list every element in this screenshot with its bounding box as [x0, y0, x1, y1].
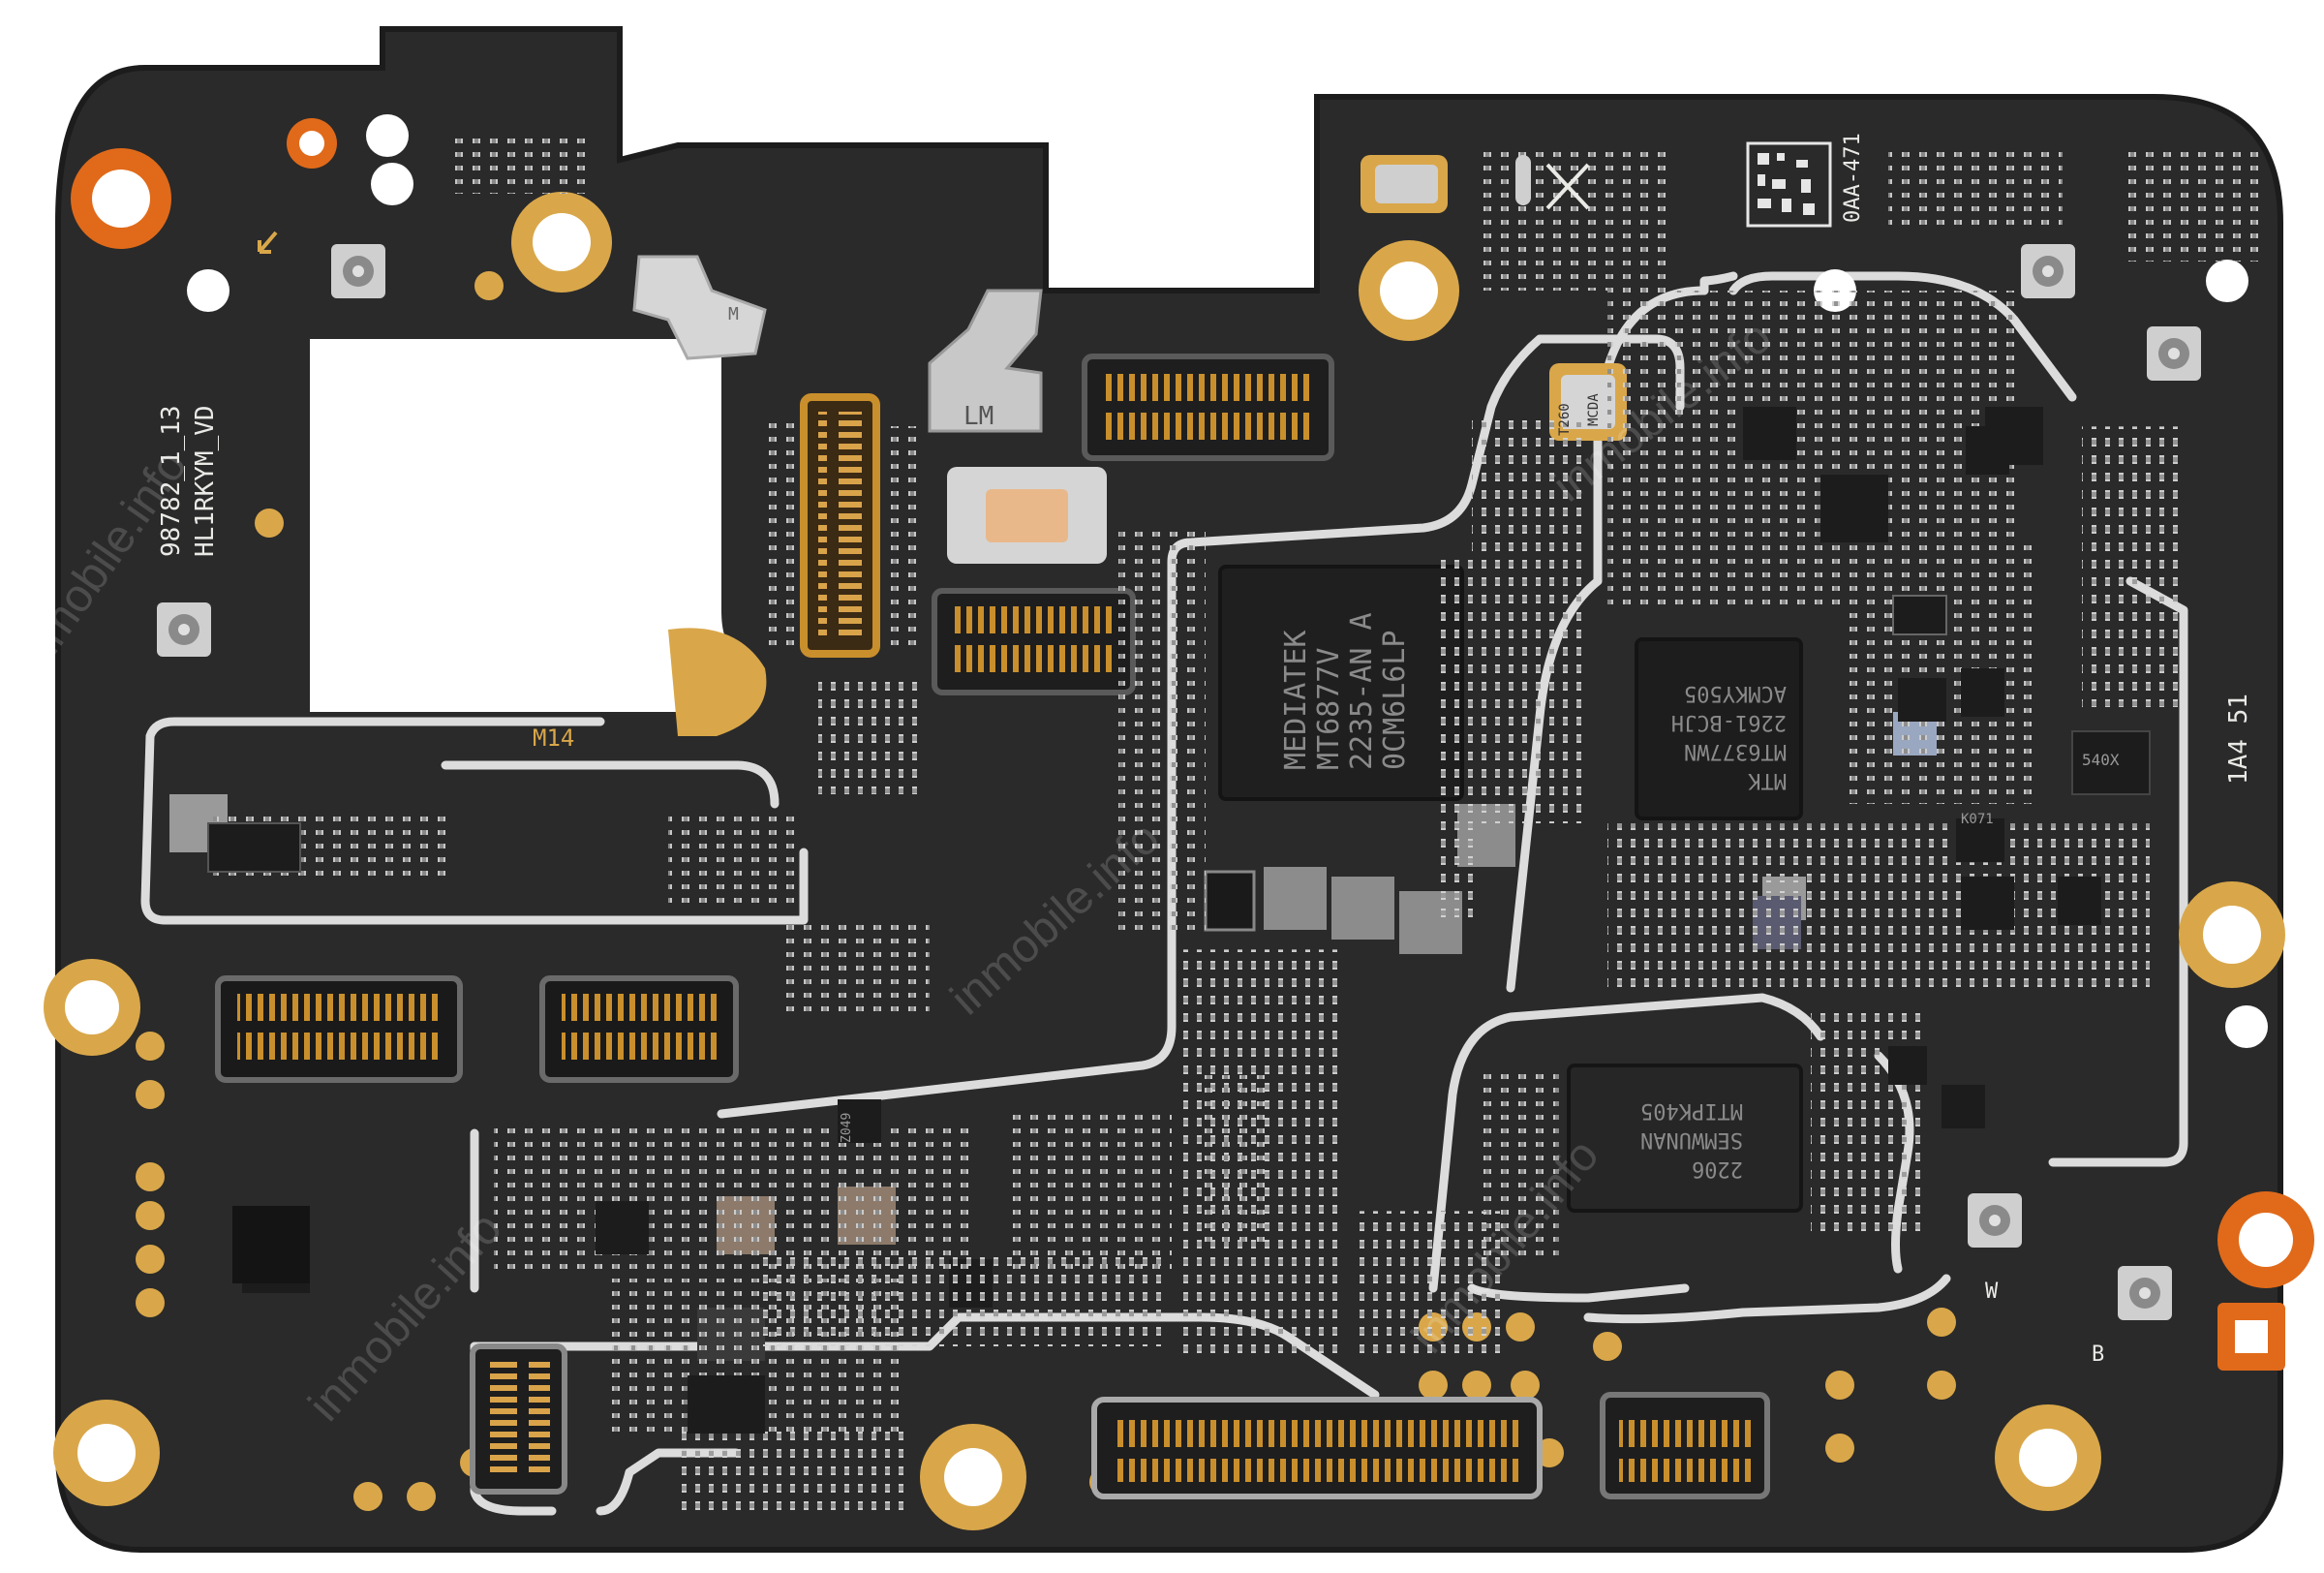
chip-t260: T260	[1557, 403, 1573, 436]
ground-pad	[668, 628, 767, 736]
spring-clip	[928, 289, 1043, 433]
label-w: W	[1985, 1280, 1999, 1304]
chip-zt49: Z049	[840, 1113, 854, 1143]
pmic-markings: MTK MT6377WN 2261-BCJH ACMKY505	[1671, 681, 1787, 792]
label-b: B	[2092, 1342, 2104, 1367]
pmic-line3: 2261-BCJH	[1671, 710, 1787, 734]
code-top-right: 0AA-471	[1841, 133, 1865, 223]
pmic-line4: ACMKY505	[1684, 681, 1787, 705]
memory-chip	[1567, 1064, 1803, 1213]
code-side: 1A4 51	[2224, 694, 2253, 785]
label-lm: LM	[963, 402, 994, 431]
connectors	[215, 354, 1770, 1499]
ground-pad-dark	[232, 1206, 310, 1283]
memory-line2: SEMWUNAN	[1640, 1127, 1743, 1152]
chip-mcda: MCDA	[1586, 393, 1602, 426]
x-marker	[1515, 155, 1590, 210]
chip-540x: 540X	[2082, 751, 2120, 769]
spring-clip	[632, 255, 767, 360]
chip-k071: K071	[1961, 812, 1994, 827]
soc-model: MT6877V	[1312, 648, 1346, 770]
board-id-line2: HL1RKYM_VD	[191, 405, 220, 557]
arrow-marker	[258, 231, 278, 254]
soc-brand: MEDIATEK	[1279, 631, 1313, 771]
rf-connectors	[157, 244, 2201, 1320]
pmic-brand: MTK	[1748, 768, 1787, 792]
pmic-model: MT6377WN	[1684, 739, 1787, 763]
label-m: M	[728, 304, 739, 324]
memory-line3: MTIPK405	[1640, 1098, 1743, 1123]
soc-line3: 2235-AN A	[1345, 612, 1379, 770]
board-id-line1: 98782_1_13	[157, 405, 186, 557]
datamatrix-code	[1746, 141, 1832, 228]
soc-markings: MEDIATEK MT6877V 2235-AN A 0CM6L6LP	[1279, 612, 1412, 770]
smd-components	[213, 136, 2261, 1511]
memory-markings: 2206 SEMWUNAN MTIPK405	[1640, 1098, 1743, 1181]
mounting-holes	[44, 114, 2314, 1530]
soc-line4: 0CM6L6LP	[1378, 631, 1412, 771]
camera-cutout	[310, 339, 736, 712]
pmic-chip	[1635, 637, 1803, 820]
label-m14: M14	[533, 725, 574, 752]
memory-line1: 2206	[1692, 1157, 1743, 1181]
